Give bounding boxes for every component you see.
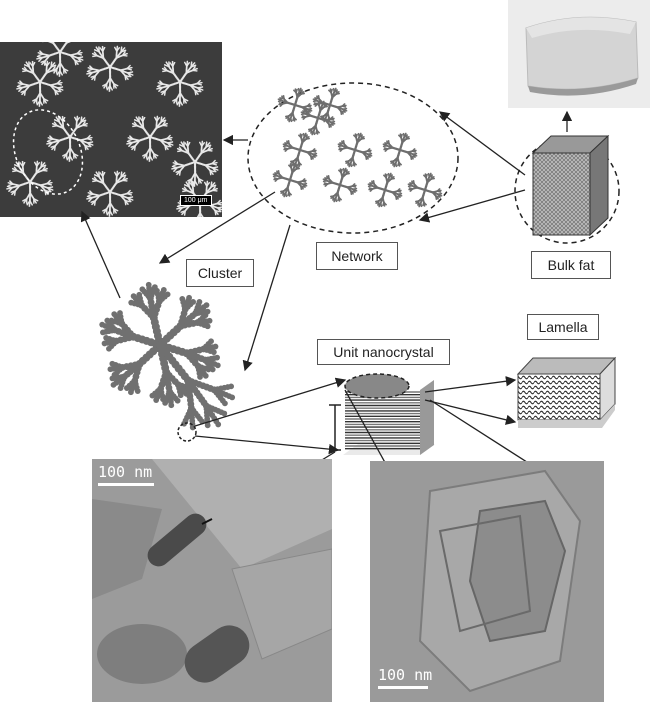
tem-image-left: 100 nm bbox=[92, 459, 332, 702]
bulk-fat-photo bbox=[508, 0, 650, 108]
cluster-illustration bbox=[99, 281, 236, 431]
unit-nanocrystal-label: Unit nanocrystal bbox=[317, 339, 450, 365]
tem-right-scale-bar: 100 nm bbox=[378, 666, 433, 684]
micrograph-crystals bbox=[6, 42, 222, 217]
tem-left-scale-bar: 100 nm bbox=[98, 463, 153, 481]
lamella-block bbox=[516, 356, 617, 428]
cluster-label: Cluster bbox=[186, 259, 254, 287]
bulk-fat-label: Bulk fat bbox=[531, 251, 611, 279]
network-clusters bbox=[272, 87, 443, 208]
lamella-label: Lamella bbox=[527, 314, 599, 340]
bulk-fat-cube bbox=[514, 134, 620, 244]
tem-image-right: 100 nm bbox=[370, 461, 604, 702]
nanocrystal-stack bbox=[329, 373, 435, 455]
micrograph-scale-bar: 100 μm bbox=[180, 195, 212, 206]
cluster-selection-circle bbox=[177, 422, 197, 442]
micrograph-photo: 100 μm bbox=[0, 42, 222, 217]
network-label: Network bbox=[316, 242, 398, 270]
network-ellipse bbox=[247, 82, 459, 234]
